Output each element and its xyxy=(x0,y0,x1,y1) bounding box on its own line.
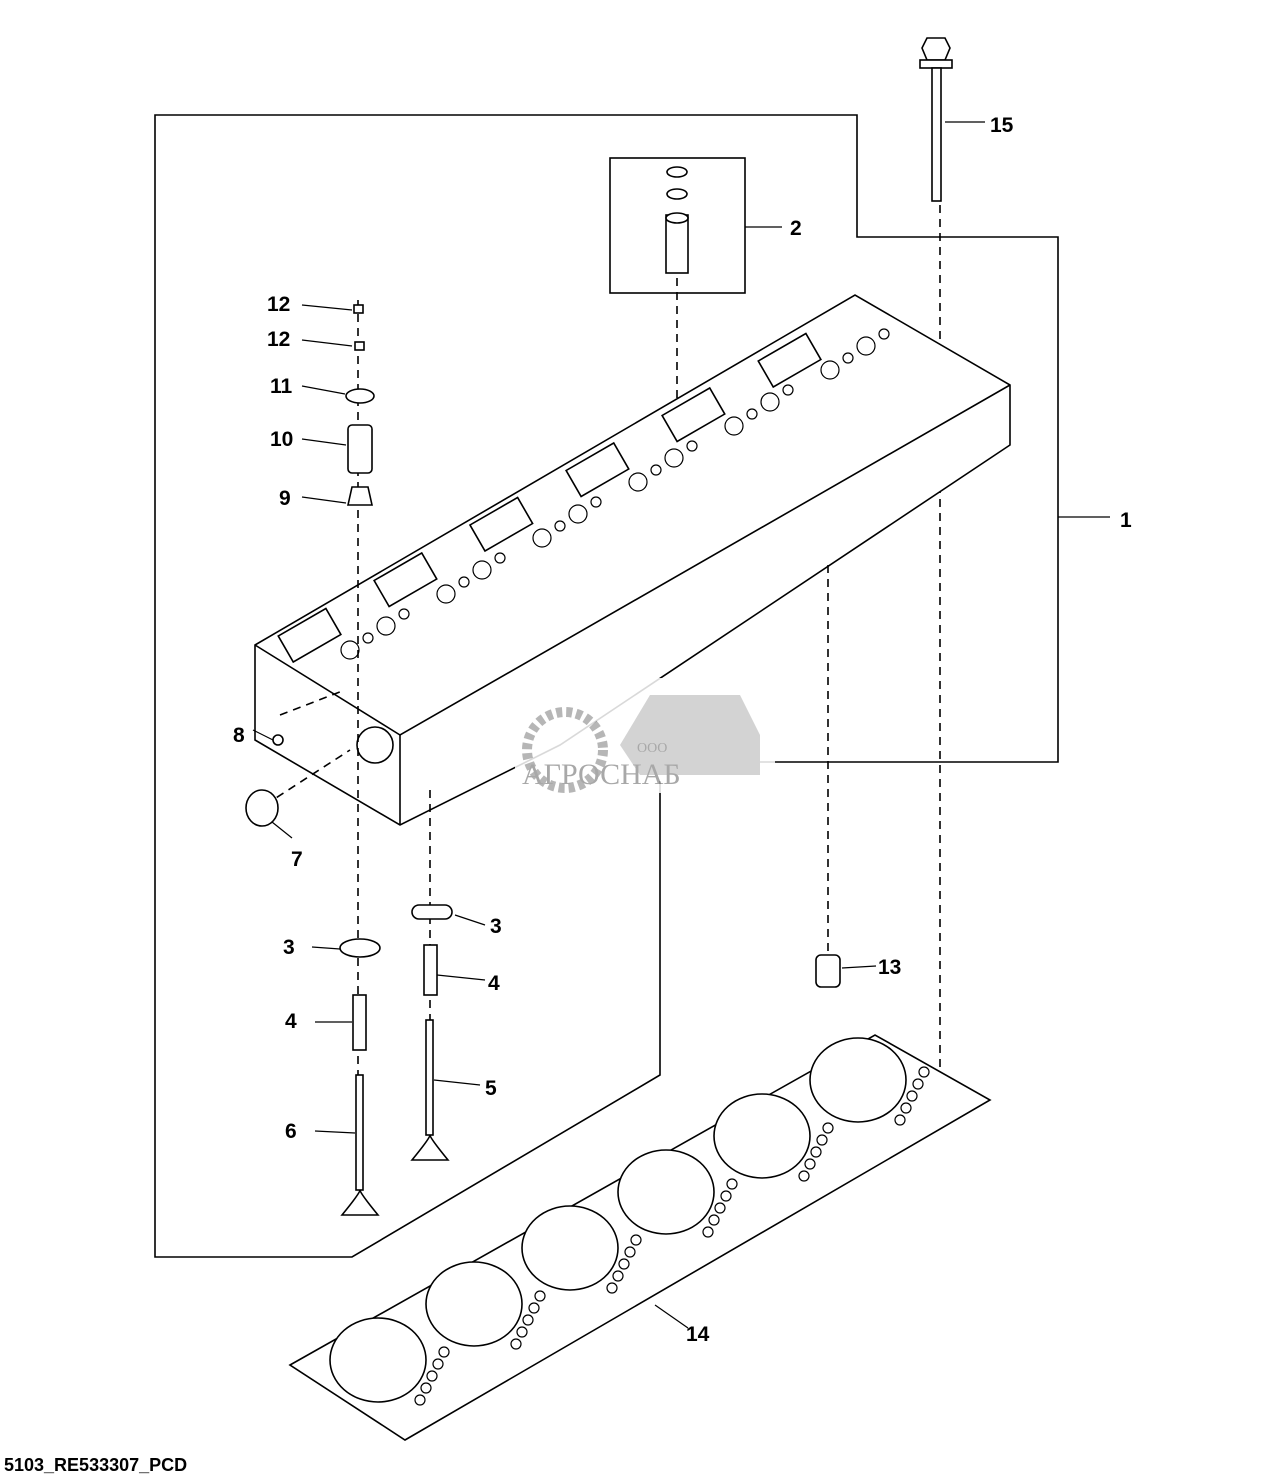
svg-text:АГРОСНАБ: АГРОСНАБ xyxy=(522,758,681,791)
head-hole xyxy=(746,408,758,420)
gasket-hole xyxy=(420,1382,432,1394)
leader-lines xyxy=(252,304,877,1329)
gasket-hole xyxy=(816,1134,828,1146)
callout-10: 10 xyxy=(270,428,293,451)
gasket-hole xyxy=(528,1302,540,1314)
gasket-hole xyxy=(720,1190,732,1202)
gasket-hole xyxy=(906,1090,918,1102)
gasket-bore xyxy=(809,1037,907,1123)
gasket-hole xyxy=(432,1358,444,1370)
gasket-hole xyxy=(726,1178,738,1190)
svg-text:ООО: ООО xyxy=(637,741,667,756)
head-hole xyxy=(376,616,396,636)
gasket-hole xyxy=(894,1114,906,1126)
callout-6: 6 xyxy=(285,1120,297,1143)
head-hole xyxy=(760,392,780,412)
callout-8: 8 xyxy=(233,724,245,747)
head-hole xyxy=(398,608,410,620)
callout-4a: 4 xyxy=(488,972,500,995)
bolt-15 xyxy=(919,37,985,1075)
gasket-hole xyxy=(606,1282,618,1294)
gasket-hole xyxy=(804,1158,816,1170)
cylinder-head-1 xyxy=(254,294,1011,826)
head-hole xyxy=(856,336,876,356)
callout-3a: 3 xyxy=(490,915,502,938)
head-hole xyxy=(532,528,552,548)
gasket-hole xyxy=(516,1326,528,1338)
callout-15: 15 xyxy=(990,114,1014,137)
head-hole xyxy=(878,328,890,340)
head-hole xyxy=(436,584,456,604)
callout-4b: 4 xyxy=(285,1010,297,1033)
gasket-hole xyxy=(522,1314,534,1326)
gasket-hole xyxy=(798,1170,810,1182)
head-hole xyxy=(842,352,854,364)
callout-1: 1 xyxy=(1120,509,1132,532)
head-hole xyxy=(820,360,840,380)
gasket-hole xyxy=(708,1214,720,1226)
gasket-hole xyxy=(822,1122,834,1134)
head-hole xyxy=(628,472,648,492)
gasket-hole xyxy=(702,1226,714,1238)
head-hole xyxy=(590,496,602,508)
gasket-hole xyxy=(714,1202,726,1214)
gasket-bore xyxy=(329,1317,427,1403)
valve-train-left xyxy=(245,304,841,1216)
gasket-hole xyxy=(900,1102,912,1114)
gasket-bore xyxy=(617,1149,715,1235)
head-hole xyxy=(472,560,492,580)
head-hole xyxy=(650,464,662,476)
head-hole xyxy=(724,416,744,436)
gasket-hole xyxy=(630,1234,642,1246)
head-hole xyxy=(340,640,360,660)
gasket-bore xyxy=(425,1261,523,1347)
callout-13: 13 xyxy=(878,956,901,979)
group-bracket-main xyxy=(154,114,1059,1258)
gasket-bore xyxy=(521,1205,619,1291)
gasket-hole xyxy=(438,1346,450,1358)
head-hole xyxy=(664,448,684,468)
gasket-hole xyxy=(624,1246,636,1258)
callout-12a: 12 xyxy=(267,293,290,316)
callout-2: 2 xyxy=(790,217,802,240)
gasket-hole xyxy=(612,1270,624,1282)
gasket-hole xyxy=(534,1290,546,1302)
head-hole xyxy=(458,576,470,588)
head-hole xyxy=(494,552,506,564)
watermark-logo: ООО АГРОСНАБ xyxy=(515,678,775,793)
head-hole xyxy=(686,440,698,452)
gasket-hole xyxy=(918,1066,930,1078)
head-hole xyxy=(782,384,794,396)
gasket-hole xyxy=(510,1338,522,1350)
callout-11: 11 xyxy=(270,375,293,398)
head-hole xyxy=(554,520,566,532)
gasket-hole xyxy=(912,1078,924,1090)
diagram-id: 5103_RE533307_PCD xyxy=(4,1455,188,1475)
gasket-hole xyxy=(618,1258,630,1270)
gasket-hole xyxy=(810,1146,822,1158)
head-hole xyxy=(568,504,588,524)
head-gasket-14 xyxy=(288,1034,992,1441)
gasket-hole xyxy=(414,1394,426,1406)
callout-9: 9 xyxy=(279,487,291,510)
callout-5: 5 xyxy=(485,1077,497,1100)
callout-12b: 12 xyxy=(267,328,290,351)
head-hole xyxy=(362,632,374,644)
callout-14: 14 xyxy=(686,1323,710,1346)
gasket-bore xyxy=(713,1093,811,1179)
gasket-hole xyxy=(426,1370,438,1382)
callout-3b: 3 xyxy=(283,936,295,959)
callout-7: 7 xyxy=(291,848,303,871)
